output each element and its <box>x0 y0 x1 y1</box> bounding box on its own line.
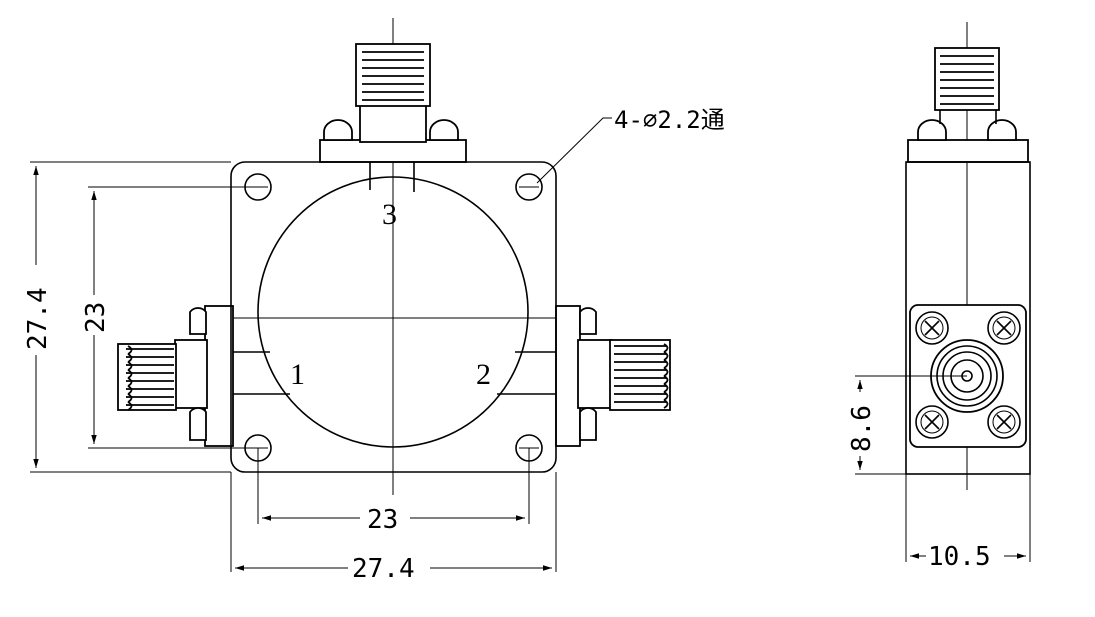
hole-callout-leader <box>536 117 612 184</box>
front-view: 3 1 2 4-⌀2.2通 27.4 23 23 27.4 <box>22 18 725 584</box>
hole-callout: 4-⌀2.2通 <box>614 106 725 134</box>
top-connector <box>319 43 467 192</box>
side-height-dim: 8.6 <box>847 405 877 452</box>
right-connector <box>497 305 671 447</box>
side-width-dim: 10.5 <box>928 542 991 572</box>
mounting-hole-top-right <box>515 173 543 201</box>
side-view: 8.6 10.5 <box>846 22 1031 572</box>
flange-screw-icon <box>987 311 1021 345</box>
width-holes-dim: 23 <box>367 505 398 535</box>
side-body <box>905 161 1031 475</box>
flange-screw-icon <box>987 405 1021 439</box>
height-holes-dim: 23 <box>81 302 111 333</box>
port-2-label: 2 <box>476 358 491 391</box>
circulator-body <box>230 161 557 473</box>
width-overall-dim: 27.4 <box>352 554 415 584</box>
height-overall-dim: 27.4 <box>23 287 53 350</box>
ferrite-disk <box>257 176 529 448</box>
left-connector <box>117 305 290 447</box>
port-3-label: 3 <box>382 198 397 231</box>
port-1-label: 1 <box>290 358 305 391</box>
flange-screw-icon <box>915 311 949 345</box>
flange-screw-icon <box>915 405 949 439</box>
